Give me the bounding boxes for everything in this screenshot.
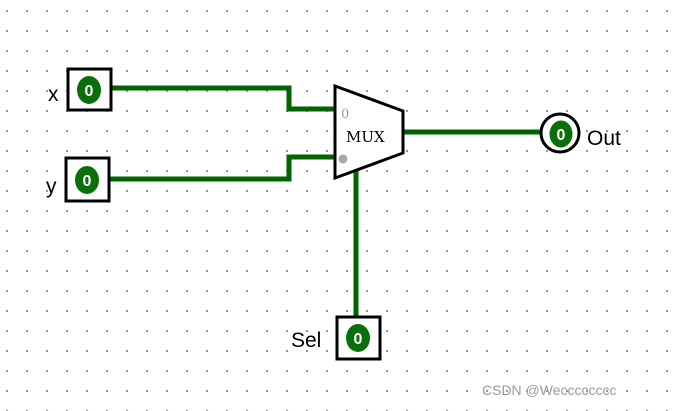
mux-select-dot — [338, 154, 348, 164]
sel-value: 0 — [354, 331, 363, 348]
mux-component[interactable]: 0 MUX — [333, 83, 405, 181]
trapezoid-mux-icon[interactable] — [333, 83, 405, 181]
input-pin-x[interactable]: x 0 — [48, 67, 113, 112]
mux-label: MUX — [346, 128, 385, 146]
output-label: Out — [587, 127, 621, 150]
input-x-value-led — [77, 76, 101, 104]
watermark: CSDN @Wecccccccc — [482, 382, 617, 398]
input-x-label: x — [48, 83, 59, 106]
input-y-label: y — [46, 175, 57, 198]
output-pin-out[interactable]: 0 Out — [539, 112, 621, 154]
input-pin-y[interactable]: y 0 — [46, 156, 111, 203]
input-y-value-led — [75, 166, 99, 194]
sel-value-led — [346, 324, 370, 352]
output-value: 0 — [557, 127, 566, 144]
input-y-value: 0 — [83, 173, 92, 190]
mux-input0-marker: 0 — [341, 107, 349, 122]
output-value-led — [549, 120, 573, 148]
input-x-value: 0 — [85, 83, 94, 100]
wire-y-to-mux[interactable] — [109, 154, 337, 182]
wires — [109, 85, 544, 321]
sel-label: Sel — [291, 329, 321, 352]
wire-x-to-mux[interactable] — [109, 85, 337, 112]
input-pin-sel[interactable]: Sel 0 — [291, 315, 382, 361]
